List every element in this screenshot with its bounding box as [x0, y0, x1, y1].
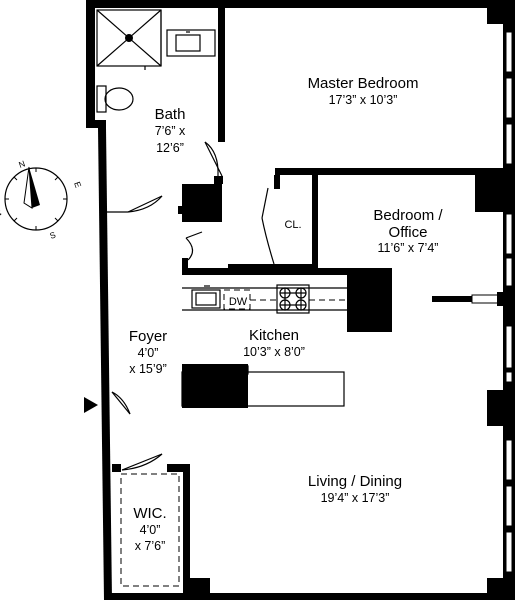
compass: E S W	[0, 166, 84, 241]
corner-bottom-right	[487, 578, 515, 600]
closet-name: CL.	[284, 219, 301, 231]
living-dining-size: 19’4” x 17’3”	[321, 491, 390, 505]
bath-sink	[166, 29, 216, 57]
left-wall-step	[86, 120, 106, 128]
pier-living	[487, 390, 503, 426]
pier-master-bedroom	[475, 168, 503, 212]
closet-bedroom-wall	[312, 175, 318, 275]
foyer-size-2: x 15’9”	[129, 362, 167, 376]
bottom-wall	[104, 593, 513, 600]
master-bedroom-name: Master Bedroom	[308, 75, 419, 92]
kitchen-sink	[191, 289, 221, 309]
left-wall-upper	[86, 0, 95, 128]
svg-text:E: E	[72, 180, 83, 189]
kitchen-island	[181, 371, 345, 407]
entry-arrow-icon	[84, 397, 98, 413]
wic-size-1: 4’0”	[140, 523, 161, 537]
bath-fixtures	[96, 9, 223, 177]
master-bottom-wall	[275, 168, 503, 175]
bath-master-wall	[218, 0, 225, 142]
door-swings	[106, 187, 275, 471]
bath-block	[182, 184, 222, 222]
corner-top-right	[487, 0, 515, 24]
wic-shelf	[120, 473, 180, 587]
living-dining-name: Living / Dining	[308, 473, 402, 490]
toilet	[96, 85, 107, 113]
kitchen-column	[347, 268, 392, 332]
dishwasher-label: DW	[229, 296, 248, 308]
island-block	[182, 364, 248, 408]
kitchen-name: Kitchen	[249, 327, 299, 344]
kitchen-fixtures	[181, 284, 347, 407]
interior-walls	[112, 0, 503, 594]
foyer-size-1: 4’0”	[138, 346, 159, 360]
windows	[505, 31, 513, 573]
kitchen-size: 10’3” x 8’0”	[243, 345, 305, 359]
svg-text:W: W	[0, 208, 4, 219]
bedroom-name-2: Office	[389, 224, 428, 241]
wic-size-2: x 7’6”	[135, 539, 166, 553]
room-labels: Master Bedroom 17’3” x 10’3” Bath 7’6” x…	[129, 75, 444, 553]
stove	[276, 284, 310, 314]
wic-name: WIC.	[133, 505, 166, 522]
master-bedroom-size: 17’3” x 10’3”	[329, 93, 398, 107]
bath-name: Bath	[155, 106, 186, 123]
bedroom-size: 11’6” x 7’4”	[378, 241, 439, 255]
bedroom-name-1: Bedroom /	[373, 207, 443, 224]
foyer-name: Foyer	[129, 328, 167, 345]
bath-size-1: 7’6” x	[155, 124, 186, 138]
bath-size-2: 12’6”	[156, 141, 184, 155]
svg-text:S: S	[48, 229, 57, 240]
compass-north-label: N	[17, 158, 26, 169]
left-wall-lower	[98, 128, 112, 600]
top-wall	[86, 0, 503, 8]
